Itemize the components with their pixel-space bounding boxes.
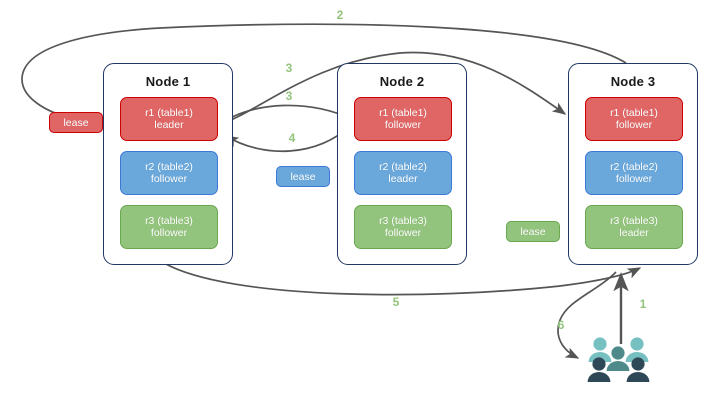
replica-node2-r1[interactable]: r1 (table1) follower [354,97,452,141]
replica-role: follower [150,227,188,239]
replica-role: leader [619,227,649,239]
replica-node1-r2[interactable]: r2 (table2) follower [120,151,218,195]
users-icon [587,337,650,382]
step-label-3-upper: 3 [285,61,293,75]
node-container-node1[interactable]: Node 1 r1 (table1) leader r2 (table2) fo… [103,63,233,265]
replica-name: r1 (table1) [379,106,427,119]
node-container-node3[interactable]: Node 3 r1 (table1) follower r2 (table2) … [568,63,698,265]
step-label-3-lower: 3 [285,89,293,103]
arrow-step-3-upper [215,51,567,127]
replica-name: r2 (table2) [145,160,193,173]
replica-node1-r3[interactable]: r3 (table3) follower [120,205,218,249]
replica-role: leader [388,173,418,185]
lease-badge-table2[interactable]: lease [276,166,330,187]
replica-node2-r3[interactable]: r3 (table3) follower [354,205,452,249]
replica-name: r2 (table2) [610,160,658,173]
node-title: Node 1 [145,74,191,89]
replica-name: r1 (table1) [145,106,193,119]
step-label-1: 1 [639,297,647,311]
step-label-6: 6 [557,318,565,332]
replica-node2-r2[interactable]: r2 (table2) leader [354,151,452,195]
lease-badge-table1[interactable]: lease [49,112,103,133]
replica-role: follower [384,227,422,239]
replica-node3-r2[interactable]: r2 (table2) follower [585,151,683,195]
arrow-step-3-lower [217,104,354,126]
replica-name: r3 (table3) [610,214,658,227]
arrow-step-6 [557,271,617,359]
replica-node3-r1[interactable]: r1 (table1) follower [585,97,683,141]
replica-role: follower [384,119,422,131]
node-title: Node 2 [379,74,425,89]
replica-role: follower [150,173,188,185]
step-label-5: 5 [392,295,400,309]
replica-role: follower [615,119,653,131]
replica-node1-r1[interactable]: r1 (table1) leader [120,97,218,141]
replica-name: r2 (table2) [379,160,427,173]
replica-node3-r3[interactable]: r3 (table3) leader [585,205,683,249]
arrow-step-2 [21,23,627,126]
replica-name: r3 (table3) [379,214,427,227]
step-label-4: 4 [288,131,296,145]
step-label-2: 2 [336,8,344,22]
node-container-node2[interactable]: Node 2 r1 (table1) follower r2 (table2) … [337,63,467,265]
replica-name: r3 (table3) [145,214,193,227]
replica-role: follower [615,173,653,185]
replica-name: r1 (table1) [610,106,658,119]
lease-badge-table3[interactable]: lease [506,221,560,242]
replica-role: leader [154,119,184,131]
node-title: Node 3 [610,74,656,89]
arrow-step-5 [163,262,642,296]
